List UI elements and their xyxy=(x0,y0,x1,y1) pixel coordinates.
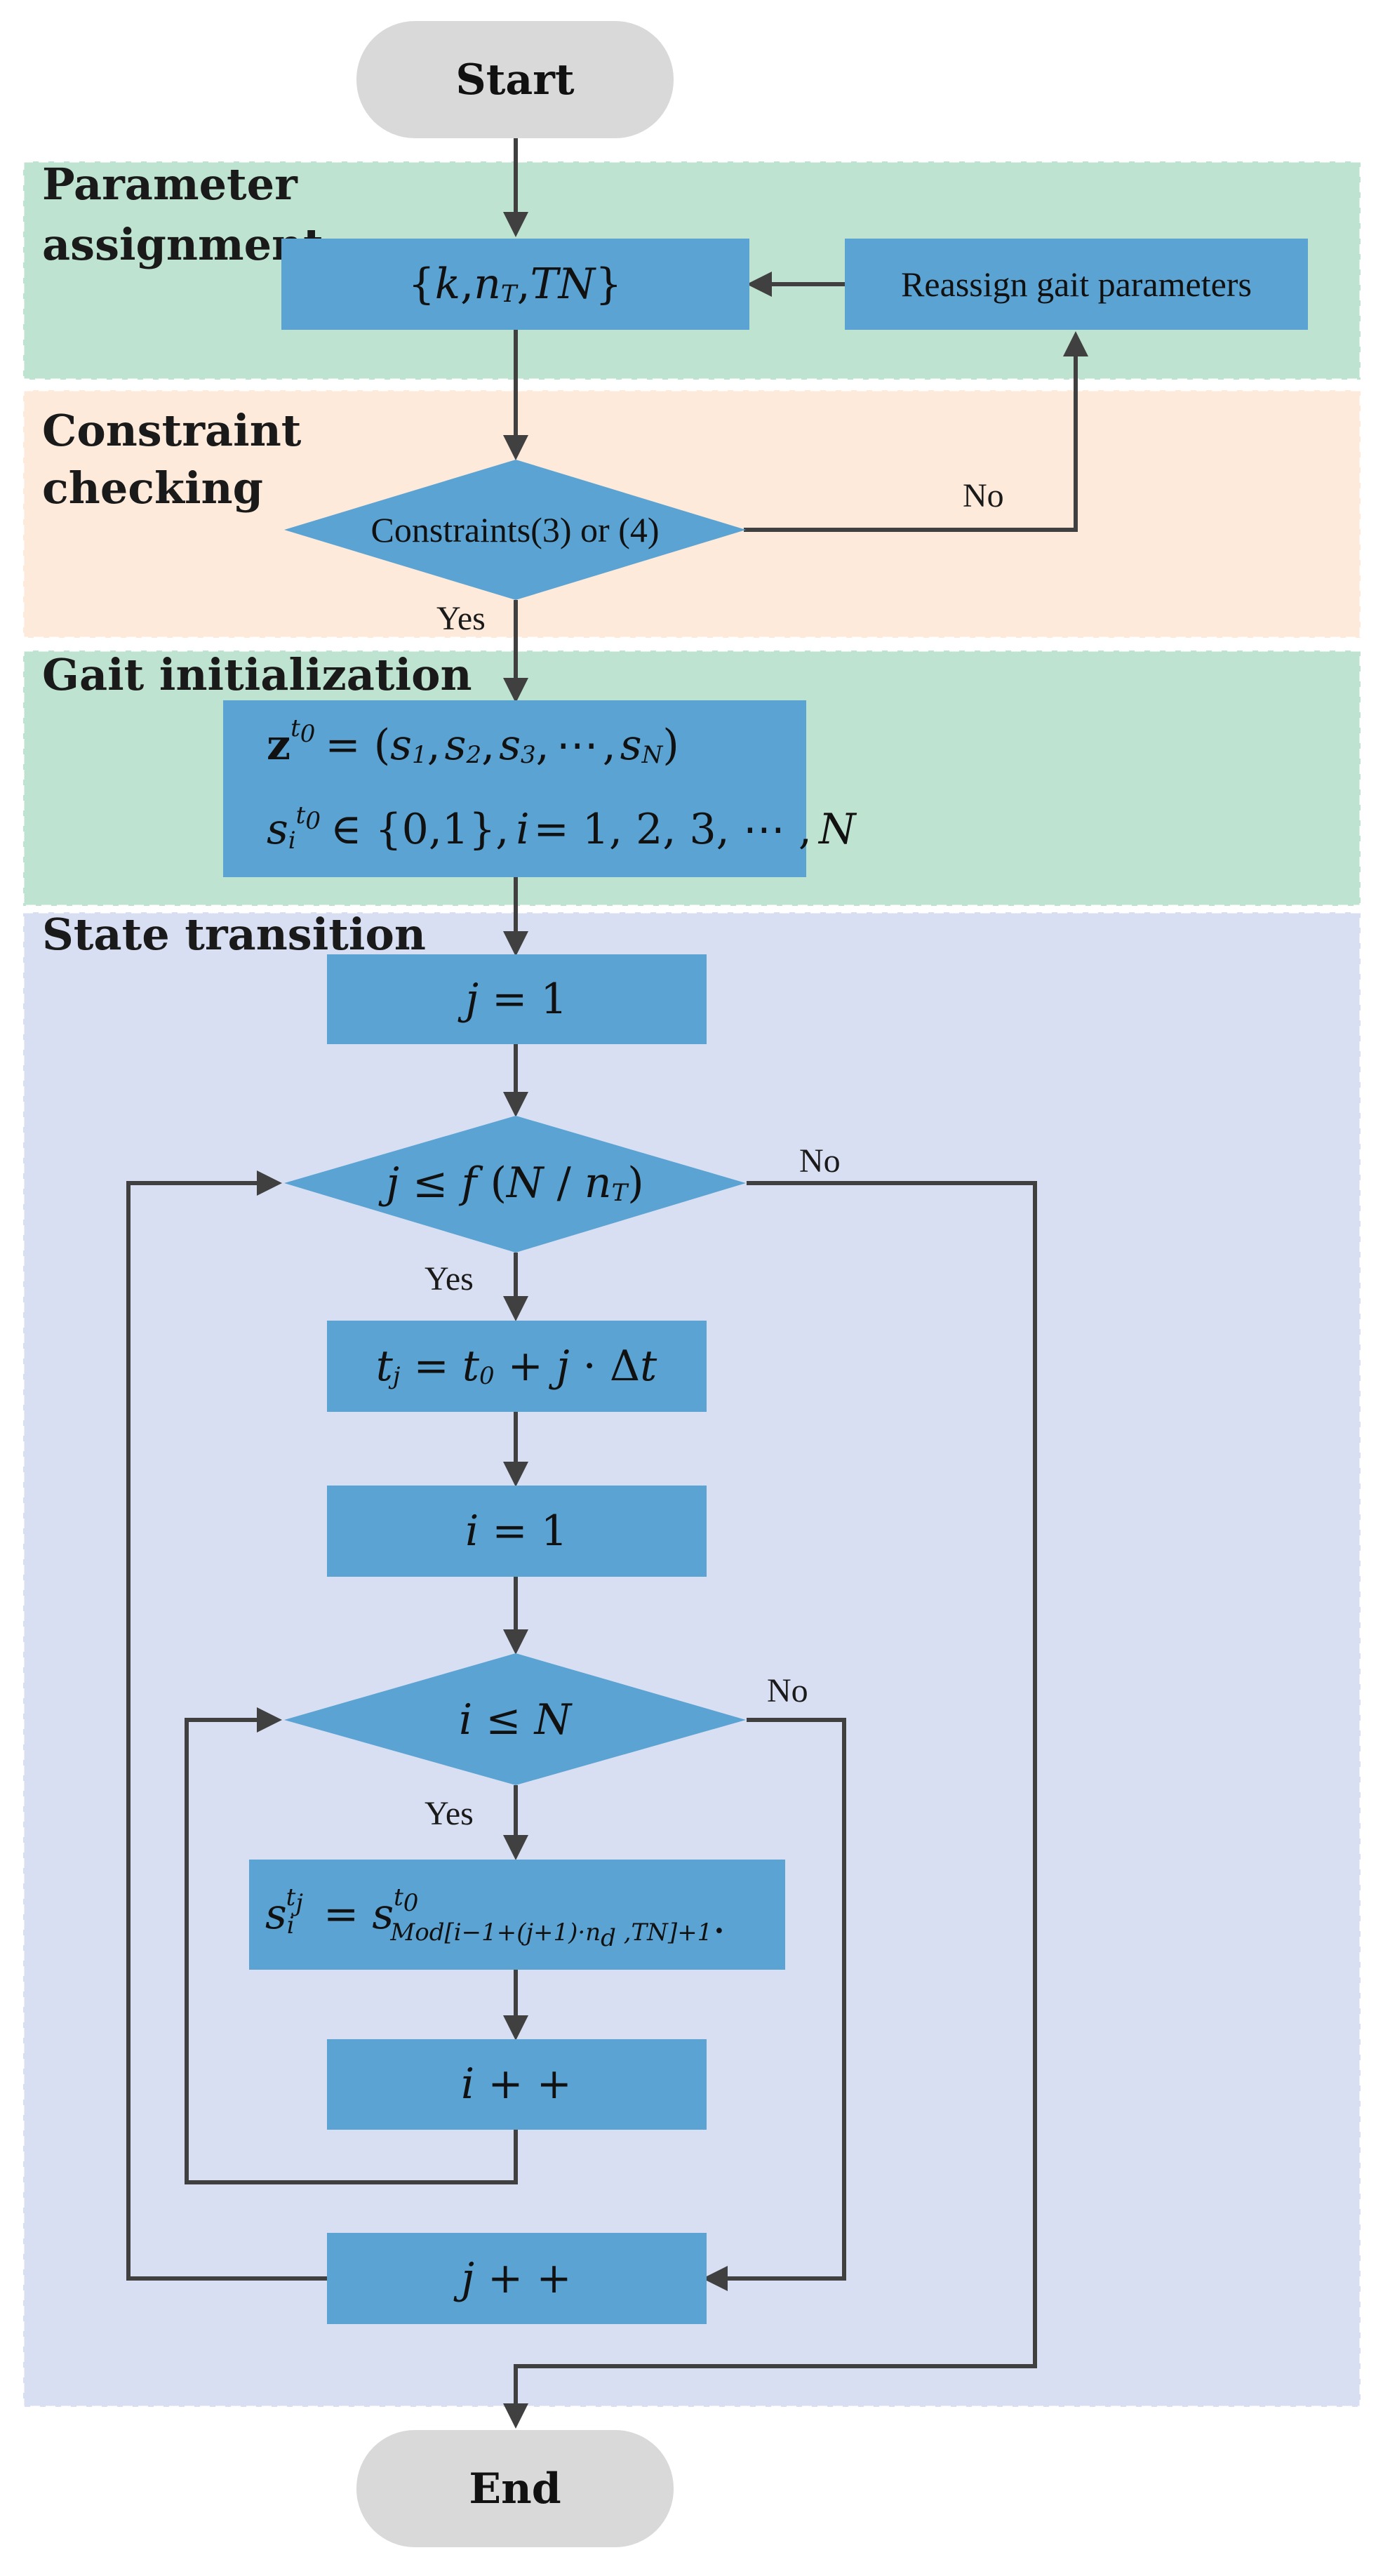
icond-no-label: No xyxy=(767,1672,808,1709)
parameters-set-label: {k,nT,TN} xyxy=(408,260,622,309)
j-init-label: j = 1 xyxy=(457,975,567,1024)
i-condition-decision xyxy=(284,1653,746,1785)
initial-state-domain: sit0∈ {0,1},i= 1, 2, 3, ⋯ ,N xyxy=(267,801,857,855)
constraints-decision xyxy=(284,460,746,600)
state-transition-label: State transition xyxy=(42,909,426,960)
edge-iinc-loop xyxy=(185,1707,518,2184)
i-condition-label: i ≤ N xyxy=(459,1695,573,1744)
i-increment-box xyxy=(327,2039,707,2130)
constraint-checking-label-2: checking xyxy=(42,462,263,514)
reassign-label: Reassign gait parameters xyxy=(901,265,1252,304)
edge-constraints-no xyxy=(744,331,1088,532)
i-init-box xyxy=(327,1486,707,1577)
state-update-box xyxy=(249,1860,785,1970)
j-condition-decision xyxy=(284,1116,746,1253)
constraint-no-label: No xyxy=(963,477,1004,514)
parameter-assignment-label-2: assignment xyxy=(42,219,323,270)
end-terminal xyxy=(356,2430,674,2547)
initialization-box xyxy=(223,700,806,877)
edge-icond-no xyxy=(702,1718,846,2291)
j-increment-box xyxy=(327,2233,707,2324)
i-init-label: i = 1 xyxy=(465,1507,568,1556)
icond-yes-label: Yes xyxy=(425,1795,474,1832)
j-increment-label: j + + xyxy=(453,2254,571,2303)
end-label: End xyxy=(469,2464,561,2514)
constraints-label: Constraints(3) or (4) xyxy=(370,510,659,549)
time-step-box xyxy=(327,1321,707,1412)
edge-jinc-loop xyxy=(126,1170,327,2281)
start-label: Start xyxy=(455,55,575,105)
initial-state-vector: zt0= (s1,s2,s3,⋯,sN) xyxy=(267,714,679,770)
jcond-no-label: No xyxy=(799,1142,841,1180)
state-transition-band xyxy=(22,911,1362,2408)
parameter-assignment-label: Parameter xyxy=(42,159,298,210)
reassign-box xyxy=(845,239,1308,330)
gait-initialization-label: Gait initialization xyxy=(42,649,472,700)
i-increment-label: i + + xyxy=(461,2060,572,2109)
j-init-box xyxy=(327,954,707,1044)
constraint-yes-label: Yes xyxy=(436,600,486,637)
j-condition-label: j ≤ f (N / nT) xyxy=(378,1159,643,1208)
start-terminal xyxy=(356,21,674,138)
edge-jcond-no xyxy=(503,1181,1037,2429)
time-step-label: tj = t0 + j · Δt xyxy=(376,1342,657,1391)
jcond-yes-label: Yes xyxy=(425,1260,474,1297)
parameters-box xyxy=(281,239,749,330)
constraint-checking-label: Constraint xyxy=(42,405,302,456)
